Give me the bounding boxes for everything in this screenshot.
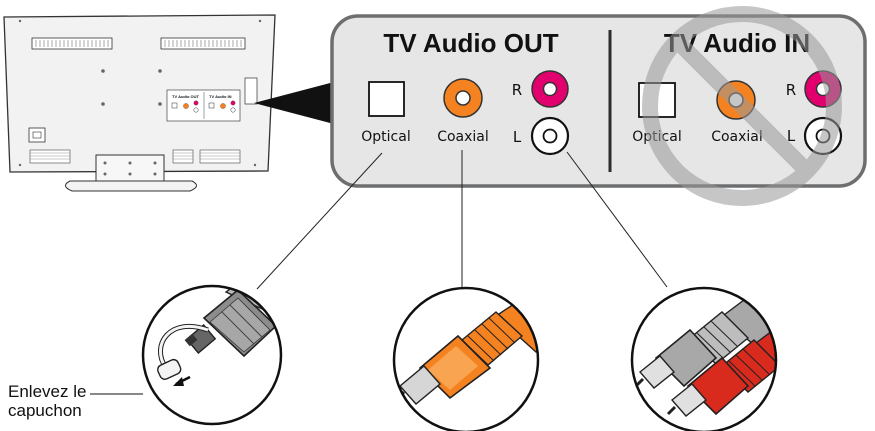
leader-line-rca [566,151,668,288]
tv-screws [18,19,262,167]
tv-stand-neck [95,154,165,183]
audio-panel-frame [330,14,867,188]
optical-cable-detail [141,284,283,426]
tv-vent-bottom-mid [172,149,194,164]
tv-mini-in-label: TV Audio IN [209,94,232,99]
tv-vent-bottom-left [29,149,71,164]
tv-body [3,14,276,173]
coaxial-out-label: Coaxial [437,129,489,145]
left-out-label: L [513,128,522,146]
rca-cable-detail [630,286,778,431]
coaxial-cable-detail [392,286,540,431]
prohibited-icon [642,6,842,206]
audio-out-title: TV Audio OUT [383,28,558,58]
coaxial-detail-frame [392,286,540,431]
tv-stand-base [65,180,197,192]
tv-vent-bottom-right [199,149,241,164]
right-out-label: R [512,81,522,99]
tv-vent-top-right [160,37,246,50]
tv-power-socket [28,127,46,143]
tv-mini-out-label: TV Audio OUT [172,94,200,99]
tv-mini-audio-panel: TV Audio OUT TV Audio IN [166,89,241,122]
tv-back: TV Audio OUT TV Audio IN [3,14,276,192]
right-in-label: R [786,81,796,99]
audio-panel: TV Audio OUT Optical Coaxial R L TV Audi… [330,6,867,206]
leader-line-optical [256,152,383,290]
rca-detail-frame [630,286,778,431]
arrow-icon [173,377,184,386]
optical-cap [157,358,182,380]
leader-lines [256,150,668,290]
callout-wedge [254,82,334,124]
optical-out-port [368,81,405,117]
left-in-label: L [787,127,796,145]
caption-line-1: Enlevez le [8,382,86,401]
optical-detail-frame [141,284,283,426]
optical-out-label: Optical [361,129,410,145]
caption-line-2: capuchon [8,401,82,420]
coaxial-in-label: Coaxial [711,129,763,145]
tv-side-connector [244,77,258,105]
